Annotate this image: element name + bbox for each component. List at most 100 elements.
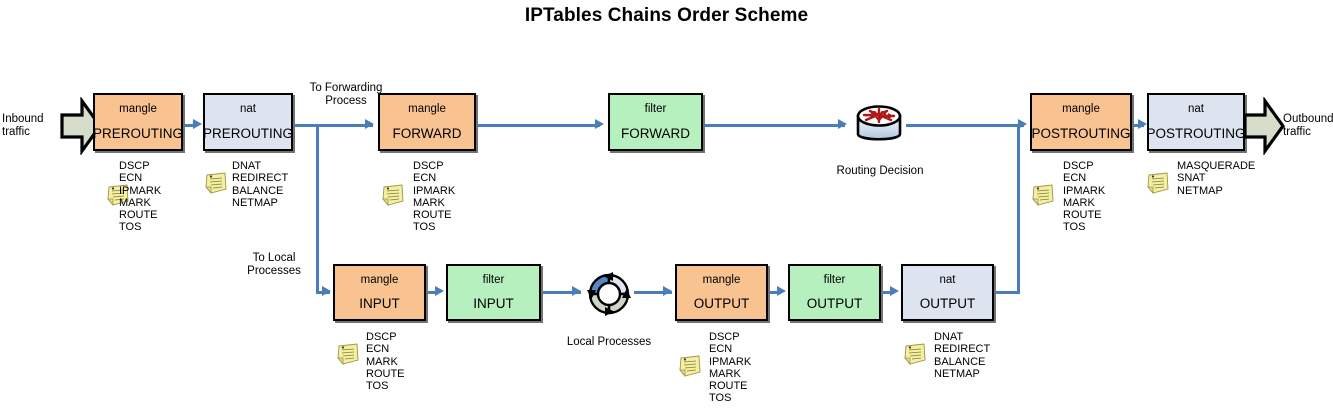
target-item: DSCP bbox=[366, 331, 397, 343]
target-item: MARK bbox=[119, 196, 151, 209]
note-icon bbox=[1032, 184, 1054, 206]
box-mangle-forward[interactable]: mangle FORWARD bbox=[378, 93, 476, 151]
connector-minput-finput bbox=[428, 291, 438, 294]
target-item: ECN bbox=[413, 172, 437, 185]
connector-mpre-npre bbox=[185, 124, 195, 127]
target-item: DSCP bbox=[413, 160, 444, 172]
box-nat-output[interactable]: nat OUTPUT bbox=[901, 264, 994, 321]
arrowhead-foutput bbox=[777, 285, 786, 296]
outbound-traffic-line2: traffic bbox=[1283, 126, 1311, 138]
arrowhead-ffwd bbox=[595, 118, 604, 129]
box-table-label: nat bbox=[240, 103, 256, 115]
box-chain-label: POSTROUTING bbox=[1146, 125, 1246, 141]
box-filter-output[interactable]: filter OUTPUT bbox=[788, 264, 881, 321]
target-item: ROUTE bbox=[413, 209, 452, 222]
box-table-label: filter bbox=[823, 273, 846, 286]
box-chain-label: OUTPUT bbox=[919, 296, 976, 311]
note-icon bbox=[107, 184, 129, 206]
to-forwarding-line1: To Forwarding bbox=[309, 82, 383, 94]
box-chain-label: OUTPUT bbox=[693, 296, 750, 311]
arrowhead-noutput bbox=[890, 285, 899, 296]
box-table-label: mangle bbox=[408, 103, 446, 115]
target-item: MARK bbox=[1063, 196, 1095, 209]
connector-routing-mpost bbox=[906, 124, 1024, 127]
connector-foutput-noutput bbox=[883, 291, 893, 294]
box-table-label: mangle bbox=[1062, 103, 1100, 115]
inbound-arrow-icon bbox=[60, 97, 102, 155]
routing-decision-label: Routing Decision bbox=[836, 165, 924, 177]
to-forwarding-process-label: To Forwarding Process bbox=[300, 82, 392, 108]
target-item: TOS bbox=[1063, 221, 1086, 234]
box-nat-prerouting[interactable]: nat PREROUTING bbox=[203, 93, 293, 151]
target-item: DSCP bbox=[709, 331, 740, 343]
target-item: ROUTE bbox=[709, 380, 748, 393]
target-item: NETMAP bbox=[232, 196, 278, 209]
box-mangle-output[interactable]: mangle OUTPUT bbox=[675, 264, 768, 321]
box-table-label: mangle bbox=[119, 103, 157, 115]
target-item: DSCP bbox=[119, 160, 150, 172]
page-title: IPTables Chains Order Scheme bbox=[524, 5, 809, 26]
arrowhead-local bbox=[572, 285, 581, 296]
target-item: MASQUERADE bbox=[1177, 160, 1256, 172]
arrowhead-moutput bbox=[663, 285, 672, 296]
arrowhead-mfwd bbox=[365, 118, 374, 129]
target-item: TOS bbox=[366, 380, 389, 393]
note-icon bbox=[679, 355, 701, 377]
box-table-label: filter bbox=[644, 103, 667, 115]
arrowhead-finput bbox=[435, 285, 444, 296]
box-mangle-postrouting[interactable]: mangle POSTROUTING bbox=[1030, 93, 1132, 151]
box-nat-postrouting[interactable]: nat POSTROUTING bbox=[1146, 93, 1246, 151]
box-mangle-input[interactable]: mangle INPUT bbox=[333, 264, 426, 321]
connector-ffwd-routing bbox=[705, 124, 845, 127]
inbound-traffic-line1: Inbound bbox=[2, 113, 44, 125]
box-chain-label: FORWARD bbox=[621, 125, 690, 141]
arrowhead-npost bbox=[1138, 118, 1147, 129]
target-item: IPMARK bbox=[709, 355, 752, 368]
outbound-traffic-label: Outbound traffic bbox=[1283, 113, 1333, 139]
local-processes-label: Local Processes bbox=[566, 336, 652, 348]
box-mangle-prerouting[interactable]: mangle PREROUTING bbox=[93, 93, 183, 151]
local-processes-icon bbox=[587, 272, 631, 316]
box-table-label: filter bbox=[482, 273, 505, 286]
box-table-label: nat bbox=[939, 273, 956, 286]
target-item: MARK bbox=[413, 196, 445, 209]
connector-branch-down bbox=[316, 124, 319, 293]
target-item: ROUTE bbox=[119, 209, 158, 222]
note-icon bbox=[205, 172, 227, 194]
target-item: DNAT bbox=[934, 331, 964, 343]
target-item: DNAT bbox=[232, 160, 262, 172]
target-item: ECN bbox=[119, 172, 143, 185]
target-item: ECN bbox=[366, 343, 390, 356]
routing-decision-icon bbox=[856, 105, 902, 141]
note-icon bbox=[337, 343, 359, 365]
box-table-label: mangle bbox=[360, 273, 399, 286]
box-chain-label: INPUT bbox=[359, 296, 400, 311]
connector-local-moutput bbox=[634, 291, 672, 294]
target-item: NETMAP bbox=[934, 367, 980, 380]
target-item: SNAT bbox=[1177, 172, 1206, 185]
target-item: REDIRECT bbox=[934, 343, 991, 356]
box-chain-label: PREROUTING bbox=[203, 125, 294, 141]
target-item: TOS bbox=[709, 392, 732, 405]
target-item: REDIRECT bbox=[232, 172, 289, 185]
outbound-arrow-icon bbox=[1243, 97, 1285, 155]
to-local-line1: To Local bbox=[252, 252, 296, 264]
target-item: ECN bbox=[1063, 172, 1087, 185]
target-item: ECN bbox=[709, 343, 733, 356]
box-filter-input[interactable]: filter INPUT bbox=[446, 264, 541, 321]
inbound-traffic-label: Inbound traffic bbox=[2, 113, 62, 139]
box-filter-forward[interactable]: filter FORWARD bbox=[608, 93, 703, 151]
target-item: IPMARK bbox=[1063, 184, 1106, 197]
connector-riser-up bbox=[1017, 124, 1020, 294]
target-item: MARK bbox=[709, 367, 741, 380]
note-icon bbox=[1147, 172, 1169, 194]
connector-noutput-riser bbox=[996, 291, 1020, 294]
target-item: MARK bbox=[366, 355, 398, 368]
arrowhead-mpost bbox=[1018, 118, 1027, 129]
